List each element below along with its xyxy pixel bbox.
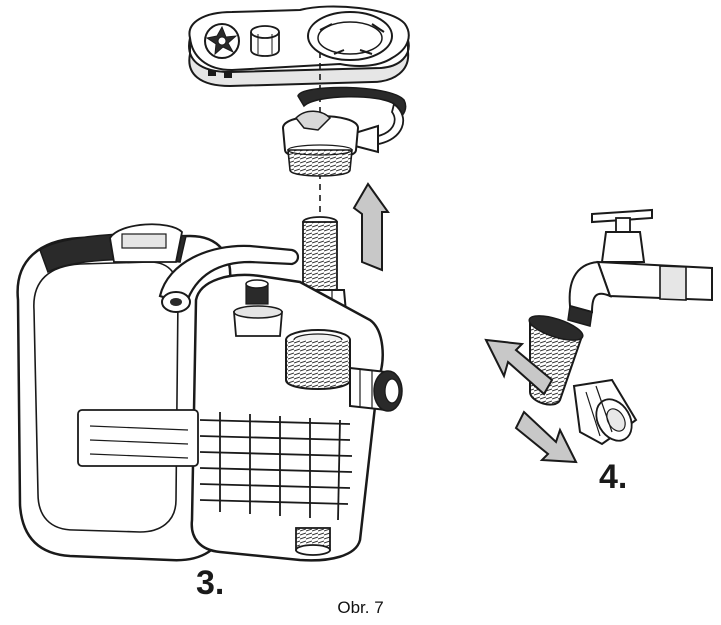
filter-cap xyxy=(281,110,360,177)
step-4-label: 4. xyxy=(599,458,628,496)
up-left-arrow xyxy=(484,338,554,396)
lift-arrow xyxy=(352,182,390,272)
star-socket xyxy=(204,23,240,59)
down-right-arrow xyxy=(514,410,578,464)
pump-body xyxy=(16,223,403,562)
outlet-connector xyxy=(349,366,403,412)
pressure-valve xyxy=(233,279,283,337)
middle-socket xyxy=(250,25,280,57)
drain-plug xyxy=(295,527,331,556)
water-tap xyxy=(567,208,713,327)
cooling-fins xyxy=(199,412,353,521)
figure-caption: Obr. 7 xyxy=(337,598,384,617)
inlet-port xyxy=(285,329,351,390)
step-3-label: 3. xyxy=(196,564,225,602)
wrench-tool xyxy=(188,5,410,88)
ring-opening xyxy=(307,11,393,61)
